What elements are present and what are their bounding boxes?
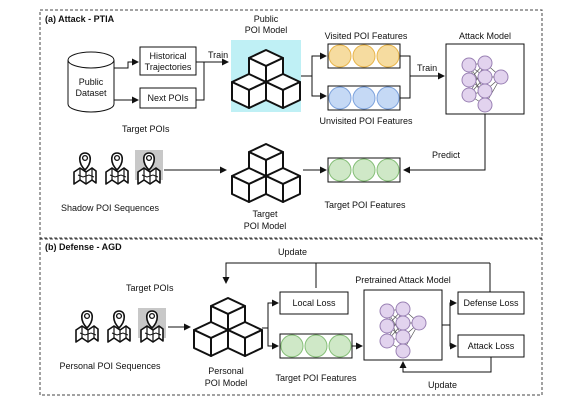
map-pin-icon (73, 152, 97, 185)
public-dataset-icon (67, 51, 115, 113)
public-model-title-2: POI Model (245, 25, 288, 35)
section-a-frame (39, 9, 543, 239)
train-label-2: Train (417, 63, 437, 73)
next-pois-box (139, 87, 197, 109)
attack-model-title: Attack Model (459, 31, 511, 41)
unvisited-features-label: Unvisited POI Features (319, 116, 413, 126)
personal-sequences-label: Personal POI Sequences (59, 361, 161, 371)
attack-loss-label: Attack Loss (468, 341, 515, 351)
map-pin-icon (107, 310, 131, 343)
update-top-label: Update (278, 247, 307, 257)
defense-loss-label: Defense Loss (463, 298, 519, 308)
section-b-frame (39, 238, 543, 396)
target-pois-label-a: Target POIs (122, 124, 170, 134)
target-model-icon (232, 144, 300, 202)
predict-label: Predict (432, 150, 461, 160)
target-model-label-1: Target (252, 209, 278, 219)
pretrained-model-title: Pretrained Attack Model (355, 275, 451, 285)
map-pin-icon (105, 152, 129, 185)
defense-loss-box (457, 291, 525, 315)
personal-model-label-2: POI Model (205, 378, 248, 388)
map-pin-icon (75, 310, 99, 343)
visited-features-label: Visited POI Features (325, 31, 408, 41)
shadow-sequences-label: Shadow POI Sequences (61, 203, 160, 213)
personal-model-icon (194, 298, 262, 356)
public-dataset-label-2: Dataset (75, 88, 107, 98)
section-a-title: (a) Attack - PTIA (45, 14, 115, 24)
public-dataset-label-1: Public (79, 77, 104, 87)
svg-text:Historical: Historical (149, 51, 186, 61)
train-label-1: Train (208, 50, 228, 60)
target-features-label-a: Target POI Features (324, 200, 406, 210)
visited-features-block (327, 43, 401, 69)
historical-trajectories-box (139, 46, 197, 76)
public-model-title-1: Public (254, 14, 279, 24)
target-model-label-2: POI Model (244, 221, 287, 231)
section-defense: (b) Defense - AGD Update Target POIs Per… (39, 238, 543, 396)
svg-text:Trajectories: Trajectories (145, 62, 192, 72)
target-features-block-b (279, 333, 353, 359)
target-features-label-b: Target POI Features (275, 373, 357, 383)
local-loss-box (279, 291, 349, 315)
next-pois-label: Next POIs (147, 93, 189, 103)
local-loss-label: Local Loss (292, 298, 336, 308)
unvisited-features-block (327, 85, 401, 111)
update-bottom-label: Update (428, 380, 457, 390)
personal-model-label-1: Personal (208, 366, 244, 376)
section-attack: (a) Attack - PTIA Public Dataset Histori… (39, 9, 543, 239)
target-features-block-a (327, 157, 401, 183)
target-pois-label-b: Target POIs (126, 283, 174, 293)
section-b-title: (b) Defense - AGD (45, 242, 122, 252)
